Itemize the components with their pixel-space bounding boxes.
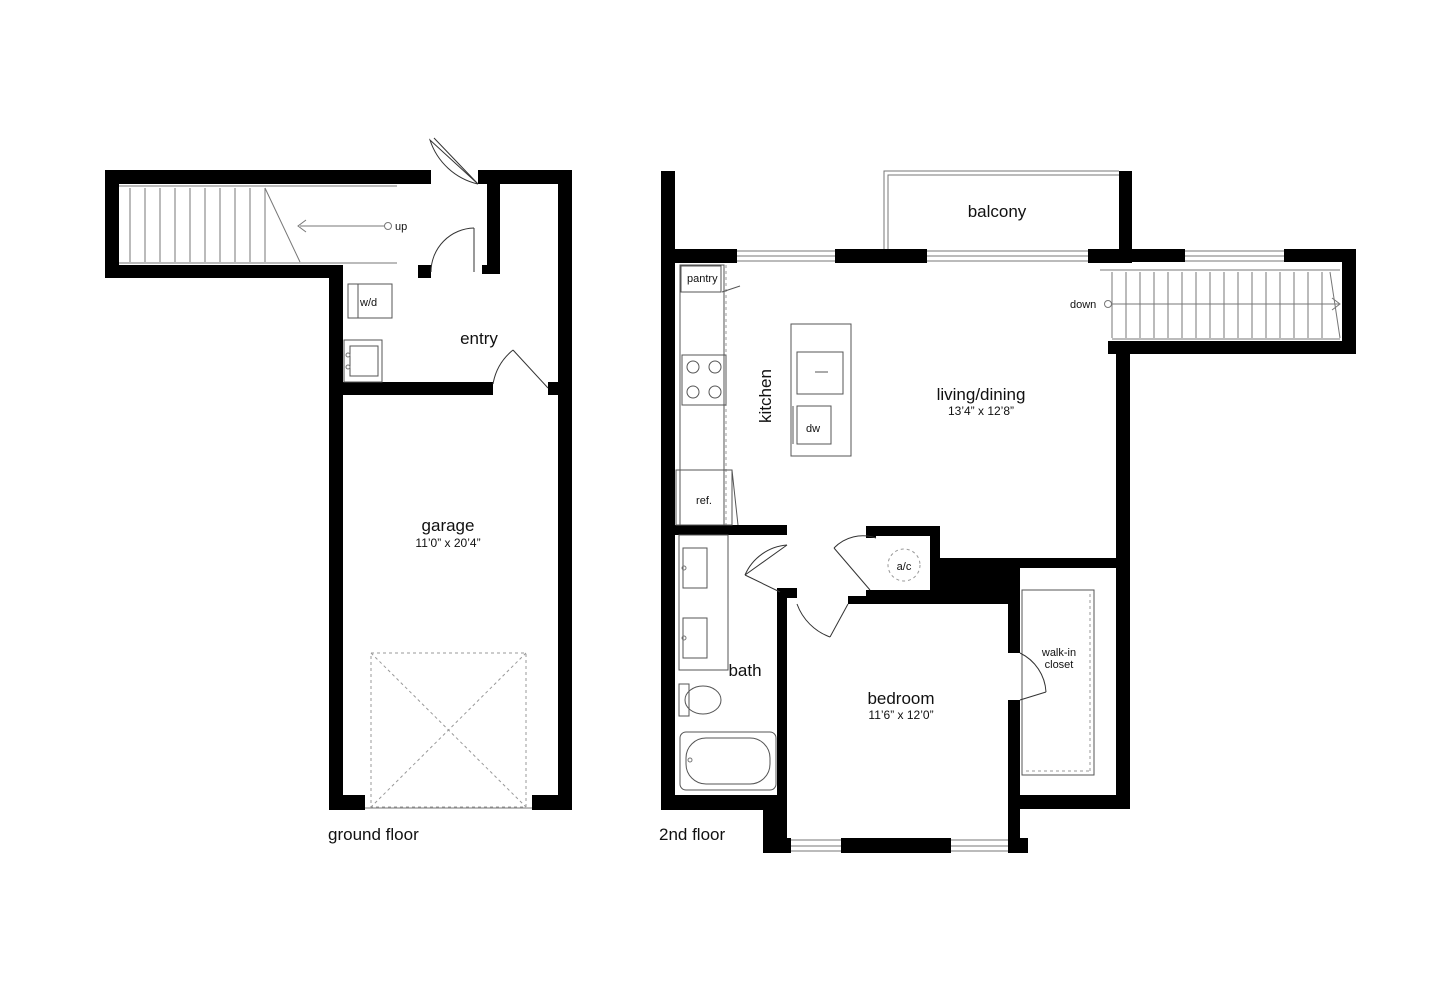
stair-up-label: up [395,221,407,233]
washer-dryer-label: w/d [359,297,377,309]
entry-exterior-door[interactable] [428,137,479,185]
bath-vanity [678,534,729,671]
closet-door[interactable] [1019,652,1047,701]
washer-dryer [347,283,393,319]
garage-label: garage [422,516,475,535]
ground-floor-label: ground floor [328,825,419,844]
bedroom-dimensions: 11’6” x 12’0” [868,708,933,722]
stair-down-label: down [1070,299,1096,311]
ac-unit [887,548,921,582]
balcony [883,170,1119,249]
living-dining-dimensions: 13’4” x 12’8” [948,404,1014,418]
garage-dimensions: 11’0” x 20’4” [415,536,480,550]
ac-label: a/c [897,561,912,573]
living-windows [737,250,1284,262]
utility-sink [343,339,383,383]
balcony-label: balcony [968,202,1027,221]
kitchen-island [790,323,852,457]
second-stairs [1100,269,1341,340]
refrigerator-label: ref. [696,495,712,507]
stair-door[interactable] [430,227,475,273]
toilet [678,683,722,717]
bedroom-door[interactable] [796,603,849,638]
second-floor-plan: balcony down [659,170,1356,853]
bathtub [679,731,777,791]
bedroom-label: bedroom [867,689,934,708]
garage-entry-door[interactable] [492,349,549,389]
closet-label-line2: closet [1045,659,1074,671]
refrigerator [675,469,739,526]
ac-closet-door[interactable] [833,535,877,591]
cooktop [681,354,727,406]
bath-door[interactable] [744,544,788,593]
dishwasher-label: dw [806,423,820,435]
bath-label: bath [728,661,761,680]
second-floor-label: 2nd floor [659,825,725,844]
garage-door [365,652,532,809]
ground-stairs [119,185,397,264]
kitchen-label: kitchen [756,369,775,423]
pantry-label: pantry [687,273,718,285]
ground-floor-plan: up w/d entry garage [105,137,572,844]
living-dining-label: living/dining [937,385,1026,404]
bedroom-windows [791,839,1008,852]
entry-label: entry [460,329,498,348]
walk-in-closet-shelving [1021,589,1095,776]
closet-label-line1: walk-in [1041,647,1076,659]
